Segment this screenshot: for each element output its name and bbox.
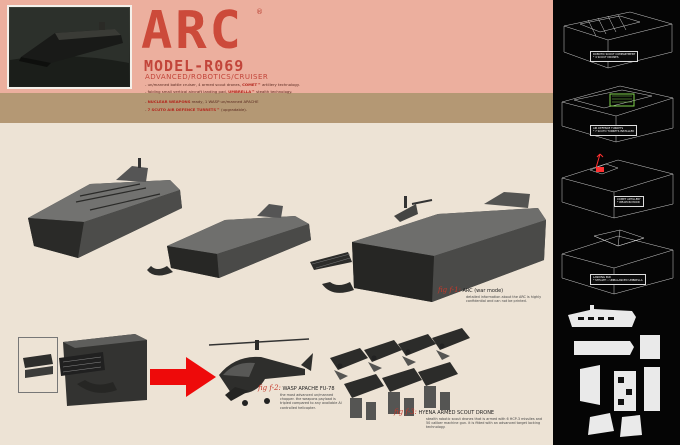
wasp-apache-render xyxy=(208,338,313,406)
arc-war-mode-render xyxy=(310,192,546,302)
wireframe-landing-pad-image xyxy=(561,229,674,295)
detail-inset-frame xyxy=(18,337,58,393)
callout-air-defence-turrets: AIR DEFENCE TURRETS* 7 SCUTO TURRETS INS… xyxy=(590,125,638,136)
figure-1-label: fig f-1: xyxy=(438,286,461,294)
figure-3-caption: fig f-3: HYENA ARMED SCOUT DRONE xyxy=(394,408,495,417)
spec-line-1: - un/manned battle cruiser, 4 armed scou… xyxy=(145,82,300,87)
model-title: MODEL-R069 xyxy=(144,57,245,75)
figure-2-label: fig f-2: xyxy=(258,384,281,392)
wireframe-artillery-image xyxy=(561,153,674,219)
callout-landing-pad: LANDING PAD* STEALTH • UNBALANCED UMBREL… xyxy=(590,274,646,285)
spec-band xyxy=(0,93,553,123)
arc-cruiser-render-2 xyxy=(147,204,311,278)
registered-mark: ® xyxy=(256,8,263,16)
ship-stern-render xyxy=(59,334,147,406)
wireframe-turrets-image xyxy=(561,85,674,143)
callout-comet-artillery: COMET ARTILLERY* WEAPON MOOD xyxy=(614,196,644,207)
figure-1-description: detailed information about the ARC is hi… xyxy=(466,295,542,304)
figure-1-caption: fig f-1: ARC (war mode) xyxy=(438,286,504,295)
subtitle: ADVANCED/ROBOTICS/CRUISER xyxy=(145,73,269,81)
arc-cruiser-render-1 xyxy=(28,158,182,258)
arc-logo: ARC xyxy=(141,1,244,61)
figure-3-title: HYENA ARMED SCOUT DRONE xyxy=(418,410,495,416)
figure-3-label: fig f-3: xyxy=(394,408,417,416)
callout-scout-compartment: ROBOTIC SCOUT COMPARTMENT* 4 SCOUT DRONE… xyxy=(590,51,639,62)
figure-3-description: stealth robotic scout drones that is arm… xyxy=(426,417,543,430)
blueprint-views-image xyxy=(568,305,660,437)
figure-2-description: the most advanced un/manned chopper. the… xyxy=(280,393,342,410)
ship-thumbnail-image xyxy=(7,5,132,89)
red-arrow-icon xyxy=(150,357,216,397)
spec-line-2: - folding small vertical aircraft landin… xyxy=(145,89,293,94)
figure-2-title: WASP APACHE FU-78 xyxy=(282,386,335,392)
spec-line-3: - NUCLEAR WEAPONS ready, 1 WASP un/manne… xyxy=(145,99,259,104)
spec-line-4: - 7 SCUTO AIR DEFENCE TURRETS™ (upgradab… xyxy=(145,107,247,112)
figure-1-title: ARC (war mode) xyxy=(462,288,504,294)
hyena-scout-drones-render xyxy=(330,328,470,420)
figure-2-caption: fig f-2: WASP APACHE FU-78 xyxy=(258,384,335,393)
